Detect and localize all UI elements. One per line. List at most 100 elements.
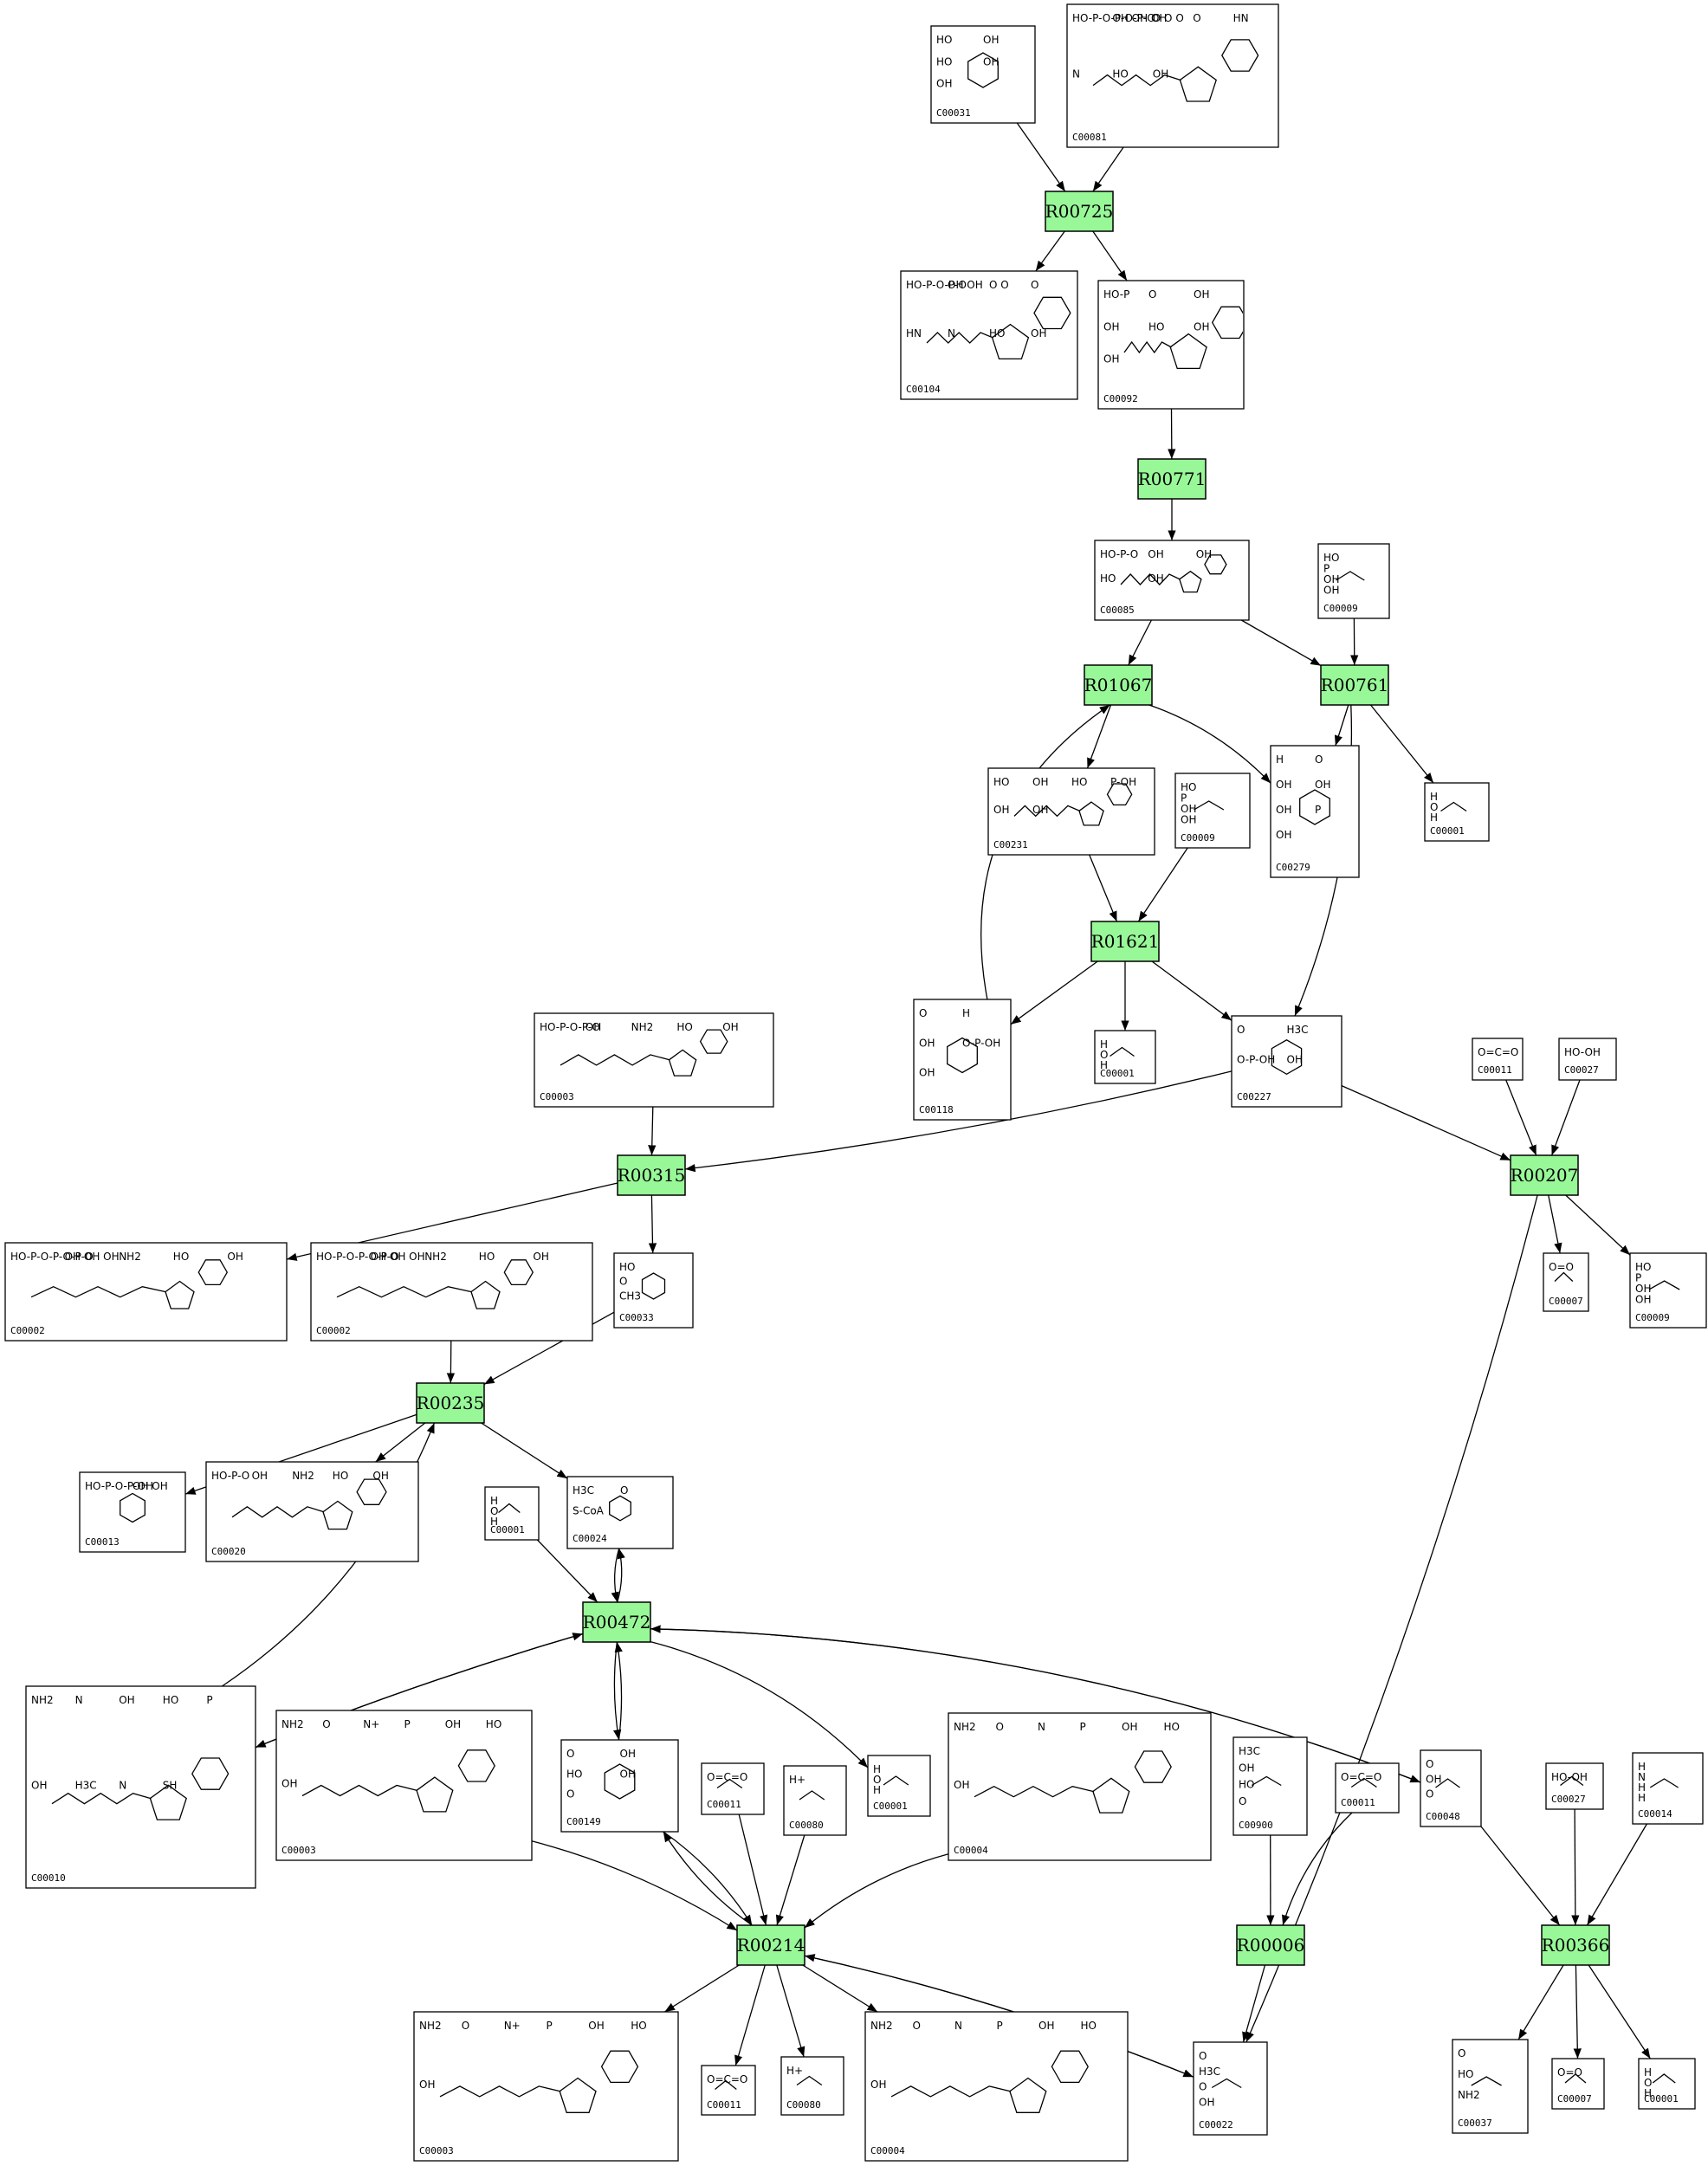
compound-box[interactable]	[930, 25, 1036, 124]
reaction-box[interactable]	[1541, 1924, 1610, 1966]
compound-box[interactable]	[864, 2011, 1129, 2162]
compound-box[interactable]	[783, 1765, 847, 1836]
compound-box[interactable]	[1094, 540, 1250, 621]
compound-box[interactable]	[534, 1012, 774, 1108]
compound-box[interactable]	[310, 1242, 593, 1342]
compound-box[interactable]	[613, 1252, 694, 1329]
compound-box[interactable]	[25, 1685, 256, 1889]
compound-box[interactable]	[1632, 1752, 1704, 1825]
compound-box[interactable]	[1066, 3, 1279, 148]
compound-box[interactable]	[900, 270, 1078, 400]
compound-box[interactable]	[948, 1712, 1212, 1861]
compound-box[interactable]	[701, 2065, 756, 2116]
compound-box[interactable]	[1638, 2058, 1696, 2110]
reaction-node[interactable]: R00214	[736, 1924, 805, 1966]
compound-node[interactable]: H+C00080	[780, 2056, 844, 2116]
compound-box[interactable]	[1424, 782, 1490, 842]
compound-box[interactable]	[1231, 1015, 1342, 1108]
compound-box[interactable]	[1335, 1762, 1400, 1814]
reaction-node[interactable]: R00761	[1320, 664, 1389, 706]
compound-box[interactable]	[79, 1471, 186, 1553]
compound-node[interactable]: H+C00080	[783, 1765, 847, 1836]
reaction-box[interactable]	[1320, 664, 1389, 706]
reaction-box[interactable]	[1090, 921, 1160, 962]
compound-box[interactable]	[987, 767, 1155, 856]
compound-box[interactable]	[780, 2056, 844, 2116]
compound-box[interactable]	[867, 1755, 931, 1817]
reaction-box[interactable]	[582, 1601, 651, 1643]
compound-box[interactable]	[560, 1739, 679, 1833]
compound-box[interactable]	[1094, 1030, 1156, 1084]
compound-box[interactable]	[484, 1486, 540, 1541]
reaction-node[interactable]: R01621	[1090, 921, 1160, 962]
compound-box[interactable]	[413, 2011, 679, 2162]
reaction-box[interactable]	[617, 1154, 686, 1196]
reaction-node[interactable]: R00315	[617, 1154, 686, 1196]
compound-box[interactable]	[566, 1476, 674, 1549]
compound-box[interactable]	[1629, 1252, 1707, 1329]
reaction-node[interactable]: R00235	[416, 1382, 485, 1424]
compound-box[interactable]	[1551, 2058, 1605, 2110]
compound-box[interactable]	[1270, 745, 1360, 878]
compound-box[interactable]	[4, 1242, 288, 1342]
compound-box[interactable]	[1452, 2039, 1529, 2134]
reaction-node[interactable]: R00366	[1541, 1924, 1610, 1966]
reaction-box[interactable]	[1045, 191, 1114, 232]
reaction-node[interactable]: R00207	[1510, 1154, 1579, 1196]
compound-box[interactable]	[1420, 1749, 1482, 1827]
reaction-box[interactable]	[416, 1382, 485, 1424]
reaction-box[interactable]	[1084, 664, 1153, 706]
compound-box[interactable]	[1543, 1252, 1589, 1312]
reaction-node[interactable]: R00472	[582, 1601, 651, 1643]
reaction-box[interactable]	[736, 1924, 805, 1966]
compound-box[interactable]	[1097, 280, 1245, 410]
compound-box[interactable]	[913, 999, 1012, 1121]
compound-box[interactable]	[1174, 773, 1251, 849]
compound-box[interactable]	[1472, 1038, 1524, 1081]
reaction-box[interactable]	[1137, 458, 1207, 500]
reaction-node[interactable]: R00725	[1045, 191, 1114, 232]
compound-box[interactable]	[1232, 1736, 1308, 1836]
reaction-node[interactable]: R00771	[1137, 458, 1207, 500]
compound-box[interactable]	[275, 1710, 533, 1861]
reaction-box[interactable]	[1236, 1924, 1305, 1966]
compound-box[interactable]	[205, 1461, 419, 1562]
